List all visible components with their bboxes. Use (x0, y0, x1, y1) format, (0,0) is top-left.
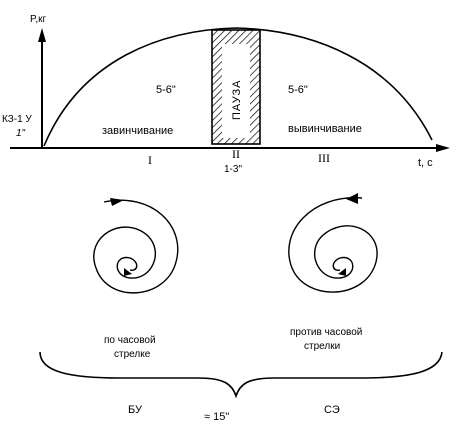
x-axis-label: t, с (418, 157, 433, 169)
brace-total-label: ≈ 15" (204, 411, 229, 423)
load-curve (43, 27, 433, 147)
counterclockwise-caption-line2: стрелки (304, 341, 340, 352)
bottom-brace: БУ СЭ ≈ 15" (39, 351, 443, 423)
y-axis-label: P,кг (30, 14, 47, 25)
counterclockwise-caption-line1: против часовой (290, 327, 362, 338)
phase-right-number: III (318, 151, 330, 165)
counterclockwise-spiral: против часовой стрелки (288, 193, 378, 352)
pause-label-background (222, 44, 250, 138)
start-label-line2: 1" (16, 128, 26, 139)
clockwise-arrow-outer (110, 198, 124, 206)
pause-duration: 1-3" (224, 164, 242, 175)
clockwise-spiral-path (93, 199, 179, 294)
phase-mid-number: II (232, 147, 240, 161)
pause-label: ПАУЗА (231, 80, 243, 121)
x-axis-arrowhead (436, 144, 450, 152)
counterclockwise-arrow-outer (346, 193, 358, 204)
counterclockwise-spiral-path (288, 197, 378, 293)
counterclockwise-arrow-inner (338, 268, 346, 276)
clockwise-caption-line2: стрелке (114, 349, 151, 360)
clockwise-spiral: по часовой стрелке (93, 198, 179, 360)
clockwise-caption-line1: по часовой (104, 335, 156, 346)
force-time-graph: P,кг t, с КЗ-1 У 1" ПАУЗА 5-6" 5-6" зави… (2, 14, 450, 175)
phase-right-action: вывинчивание (288, 123, 362, 135)
brace-path (39, 351, 443, 399)
phase-left-number: I (148, 153, 152, 167)
brace-right-label: СЭ (324, 404, 340, 416)
brace-left-label: БУ (128, 404, 143, 416)
phase-right-duration: 5-6" (288, 84, 308, 96)
start-label-line1: КЗ-1 У (2, 114, 32, 125)
y-axis-arrowhead (38, 28, 46, 42)
clockwise-arrow-inner (124, 268, 132, 276)
phase-left-duration: 5-6" (156, 84, 176, 96)
phase-left-action: завинчивание (102, 125, 173, 137)
